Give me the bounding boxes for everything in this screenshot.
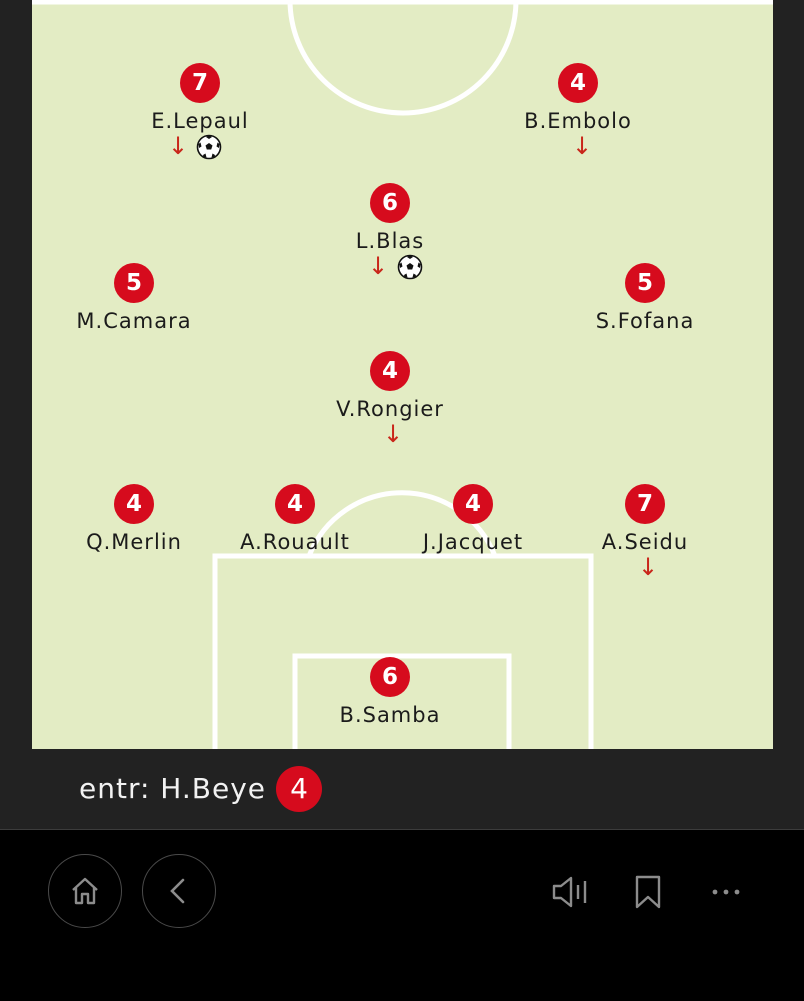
player-name: B.Samba: [339, 703, 441, 727]
chevron-left-icon: [170, 878, 185, 904]
more-button[interactable]: [702, 868, 750, 916]
rating-badge: 4: [453, 484, 493, 524]
rating-badge: 4: [558, 63, 598, 103]
more-dots-icon: [712, 889, 740, 895]
back-button[interactable]: [142, 854, 216, 928]
home-button[interactable]: [48, 854, 122, 928]
soccer-ball-icon: [397, 254, 423, 280]
player-name: L.Blas: [355, 229, 425, 253]
player-seidu[interactable]: 7 A.Seidu ↓: [565, 484, 725, 582]
rating-badge: 7: [625, 484, 665, 524]
sub-off-arrow-icon: ↓: [168, 132, 189, 160]
player-name: E.Lepaul: [151, 109, 249, 133]
player-embolo[interactable]: 4 B.Embolo ↓: [498, 63, 658, 161]
sub-off-arrow-icon: ↓: [572, 132, 593, 160]
rating-badge: 7: [180, 63, 220, 103]
rating-badge: 5: [114, 263, 154, 303]
rating-badge: 4: [275, 484, 315, 524]
pitch: 7 E.Lepaul ↓ 4 B.Embolo ↓ 6 L.Blas ↓: [32, 0, 773, 749]
bottom-navbar: [0, 829, 804, 1001]
player-name: S.Fofana: [595, 309, 695, 333]
soccer-ball-icon: [196, 134, 222, 160]
coach-label: entr: H.Beye: [79, 772, 266, 805]
bookmark-button[interactable]: [624, 868, 672, 916]
coach-rating-badge: 4: [276, 765, 322, 812]
audio-read-button[interactable]: [546, 868, 594, 916]
pitch-lines: [32, 0, 773, 749]
player-name: M.Camara: [76, 309, 192, 333]
player-rongier[interactable]: 4 V.Rongier ↓: [310, 351, 470, 449]
player-name: Q.Merlin: [86, 530, 182, 554]
player-merlin[interactable]: 4 Q.Merlin: [54, 484, 214, 554]
rating-badge: 4: [370, 351, 410, 391]
player-camara[interactable]: 5 M.Camara: [54, 263, 214, 333]
coach-bar: entr: H.Beye 4: [0, 749, 804, 828]
player-name: A.Seidu: [601, 530, 689, 554]
home-icon: [72, 877, 98, 905]
player-fofana[interactable]: 5 S.Fofana: [565, 263, 725, 333]
sub-off-arrow-icon: ↓: [368, 252, 389, 280]
rating-badge: 4: [114, 484, 154, 524]
player-name: J.Jacquet: [422, 530, 524, 554]
player-name: B.Embolo: [524, 109, 632, 133]
rating-badge: 6: [370, 183, 410, 223]
rating-badge: 6: [370, 657, 410, 697]
rating-badge: 5: [625, 263, 665, 303]
player-name: V.Rongier: [336, 397, 444, 421]
sub-off-arrow-icon: ↓: [638, 553, 659, 581]
player-lepaul[interactable]: 7 E.Lepaul ↓: [120, 63, 280, 161]
sub-off-arrow-icon: ↓: [383, 420, 404, 448]
player-name: A.Rouault: [240, 530, 350, 554]
player-jacquet[interactable]: 4 J.Jacquet: [393, 484, 553, 554]
player-blas[interactable]: 6 L.Blas ↓: [310, 183, 470, 281]
player-samba[interactable]: 6 B.Samba: [310, 657, 470, 727]
audio-read-icon: [552, 876, 587, 908]
bookmark-icon: [635, 875, 661, 909]
player-rouault[interactable]: 4 A.Rouault: [215, 484, 375, 554]
